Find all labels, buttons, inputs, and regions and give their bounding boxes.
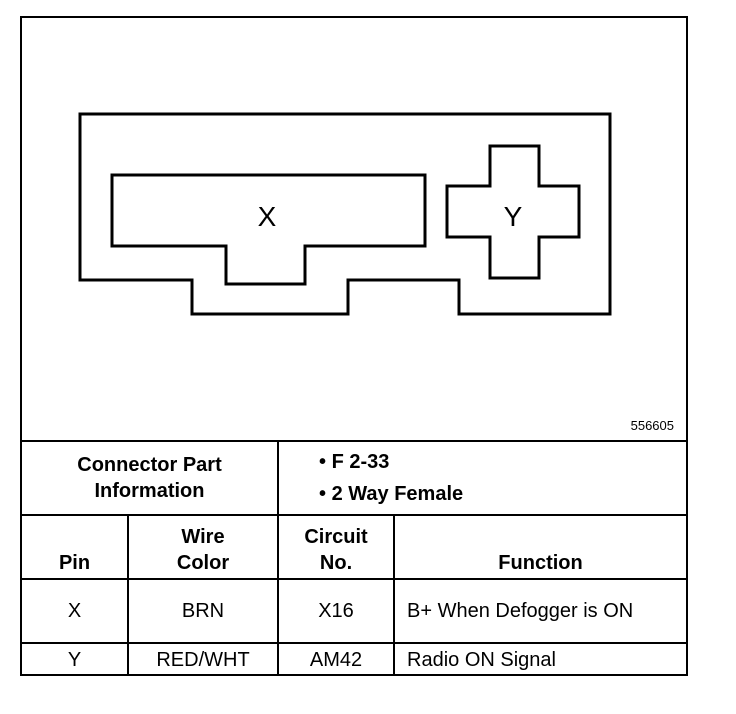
wire-color-cell: RED/WHT [126, 642, 280, 676]
info-list: • F 2-33 • 2 Way Female [277, 440, 687, 516]
cavity-y [445, 144, 581, 280]
header-row: Pin Wire Color Circuit No. Function [22, 514, 687, 580]
header-circuit: Circuit No. [277, 514, 396, 580]
cavity-y-label: Y [504, 201, 523, 232]
cavity-x [110, 173, 427, 286]
info-item: • F 2-33 [319, 451, 390, 473]
connector-table: Connector Part Information • F 2-33 • 2 … [22, 440, 687, 676]
function-cell: B+ When Defogger is ON [393, 578, 687, 644]
info-row: Connector Part Information • F 2-33 • 2 … [22, 440, 687, 516]
info-item: • 2 Way Female [319, 483, 464, 505]
circuit-cell: AM42 [277, 642, 396, 676]
info-label: Connector Part Information [22, 440, 280, 516]
wire-color-cell: BRN [126, 578, 280, 644]
pin-cell: Y [22, 642, 129, 676]
circuit-cell: X16 [277, 578, 396, 644]
cavity-x-label: X [258, 201, 277, 232]
header-function: Function [393, 514, 687, 580]
table-row: X BRN X16 B+ When Defogger is ON [22, 578, 687, 644]
figure-id: 556605 [630, 418, 674, 433]
table-row: Y RED/WHT AM42 Radio ON Signal [22, 642, 687, 676]
header-pin: Pin [22, 514, 129, 580]
connector-figure: X Y 556605 Connector Part Information • … [20, 16, 688, 676]
function-cell: Radio ON Signal [393, 642, 687, 676]
connector-outline [78, 112, 612, 316]
connector-diagram: X Y [78, 112, 612, 316]
header-wire-color: Wire Color [126, 514, 280, 580]
pin-cell: X [22, 578, 129, 644]
